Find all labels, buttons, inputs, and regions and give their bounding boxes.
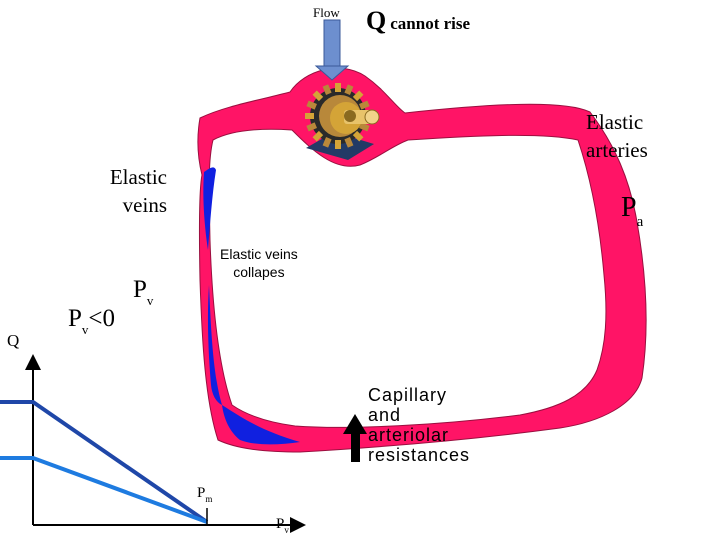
pv-axis-sub: v [284,525,289,535]
pv-neg-rest: <0 [88,305,116,332]
elastic-veins-line2: veins [122,193,167,217]
veins-collapse-label: Elastic veins collapes [220,245,298,281]
veins-collapse-line1: Elastic veins [220,246,298,262]
pv-main: P [133,276,147,303]
series-upper-curve [0,400,209,524]
cannot-rise-text: cannot rise [390,14,471,33]
gear-tooth [344,84,354,95]
elastic-veins-label: Elastic veins [97,163,167,219]
pv-negative-label: Pv<0 [68,305,116,336]
elastic-arteries-label: Elastic arteries [586,108,648,164]
vein-segment-mid [207,285,222,405]
pv-axis-label: Pv [276,516,289,535]
capillary-label: Capillary and arteriolar resistances [368,385,470,465]
gear-tooth [359,122,370,132]
pv-neg-sub: v [81,322,89,337]
q-axis-label: Q [7,331,20,350]
gear-tooth [305,113,314,119]
q-cannot-rise-label: Q cannot rise [366,8,470,34]
pump-gear-icon [305,83,380,160]
arrow-up-icon [343,414,367,462]
pv-sub: v [146,293,154,308]
gear-tooth [352,90,364,102]
pa-main: P [621,192,637,223]
elastic-arteries-line2: arteries [586,138,648,162]
pm-sub: m [205,494,213,504]
veins-collapse-line2: collapes [233,264,285,280]
pm-label: Pm [197,485,213,504]
gear-tooth [335,83,341,92]
series-lower-curve [0,456,208,524]
gear-tooth [312,90,324,102]
gear-tooth [344,137,354,148]
elastic-arteries-line1: Elastic [586,110,644,134]
q-symbol: Q [366,6,387,35]
vein-segment-upper [203,167,216,250]
capillary-line1: Capillary [368,385,448,405]
gear-tooth [312,130,324,142]
flow-label: Flow [313,5,340,20]
gear-tooth [306,122,317,132]
pv-neg-main: P [68,305,82,332]
gear-tooth [322,137,332,148]
gear-tooth [306,100,317,110]
vein-segment-lower [222,405,300,445]
pv-label: Pv [133,276,153,307]
gear-tooth [335,140,341,149]
gear-tooth [322,84,332,95]
gear-tooth [359,100,370,110]
pa-label: Pa [621,192,643,230]
capillary-line3: arteriolar [368,425,450,445]
vessel-loop [197,67,647,453]
flow-pressure-graph [0,354,306,533]
gear-tooth [352,130,364,142]
capillary-line4: resistances [368,445,471,465]
arrow-down-icon [314,19,350,81]
elastic-veins-line1: Elastic [109,165,167,189]
pm-main: P [197,485,206,501]
capillary-line2: and [368,405,402,425]
pv-axis-main: P [276,516,285,532]
pa-sub: a [636,214,644,230]
